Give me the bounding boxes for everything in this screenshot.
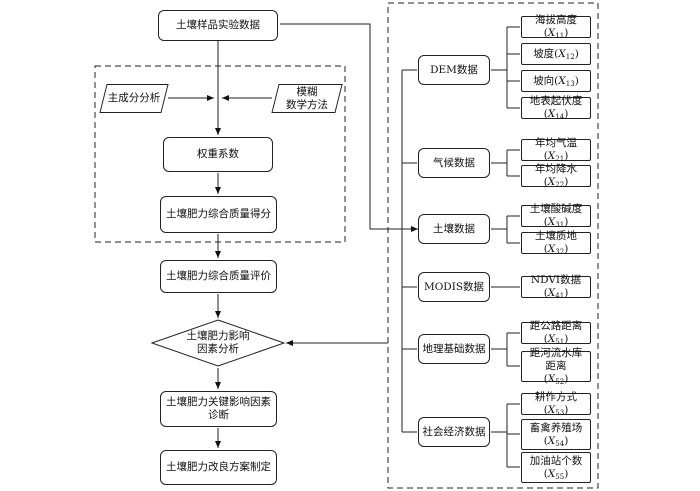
factor-analysis-diamond — [150, 319, 286, 367]
sample-data-box: 土壤样品实验数据 — [158, 10, 278, 41]
var-x55-box: 加油站个数(X55) — [521, 452, 591, 483]
climate-data-box: 气候数据 — [418, 148, 490, 178]
modis-data-label: MODIS数据 — [423, 280, 485, 293]
var-x51-box: 距公路距离(X51) — [521, 320, 591, 346]
var-x53-label: 耕作方式(X53) — [535, 391, 577, 417]
key-factor-box: 土壤肥力关键影响因素诊断 — [160, 391, 277, 427]
socio-data-label: 社会经济数据 — [422, 425, 486, 438]
score-label: 土壤肥力综合质量得分 — [166, 208, 271, 220]
var-x51-label: 距公路距离(X51) — [529, 320, 583, 346]
var-x21-box: 年均气温(X21) — [521, 137, 591, 163]
geo-data-box: 地理基础数据 — [418, 334, 490, 364]
var-x13-label: 坡向(X13) — [533, 74, 579, 88]
var-x52-label: 距河流水库距离(X52) — [529, 347, 583, 386]
var-x22-label: 年均降水(X22) — [535, 163, 577, 189]
var-x13-box: 坡向(X13) — [521, 70, 591, 92]
climate-data-label: 气候数据 — [433, 156, 475, 169]
var-x54-label: 畜禽养殖场(X54) — [529, 421, 583, 448]
fuzzy-method-box: 模糊数学方法 — [271, 84, 343, 113]
eval-box: 土壤肥力综合质量评价 — [160, 260, 277, 293]
soil-data-label: 土壤数据 — [433, 222, 475, 235]
dem-data-box: DEM数据 — [418, 55, 490, 85]
modis-data-box: MODIS数据 — [418, 272, 490, 302]
var-x41-box: NDVI数据(X41) — [521, 274, 591, 300]
var-x32-label: 土壤质地(X32) — [535, 230, 577, 256]
dem-data-label: DEM数据 — [430, 63, 478, 76]
var-x41-label: NDVI数据(X41) — [530, 274, 582, 300]
score-box: 土壤肥力综合质量得分 — [160, 196, 277, 233]
var-x55-label: 加油站个数(X55) — [529, 454, 583, 481]
var-x53-box: 耕作方式(X53) — [521, 391, 591, 417]
sample-data-label: 土壤样品实验数据 — [176, 19, 260, 31]
var-x12-label: 坡度(X12) — [533, 47, 579, 61]
var-x14-box: 地表起伏度(X14) — [521, 95, 591, 121]
key-factor-label: 土壤肥力关键影响因素诊断 — [166, 396, 271, 421]
pca-label: 主成分分析 — [107, 92, 161, 104]
var-x32-box: 土壤质地(X32) — [521, 230, 591, 256]
var-x14-label: 地表起伏度(X14) — [529, 95, 583, 121]
var-x54-box: 畜禽养殖场(X54) — [521, 419, 591, 450]
socio-data-box: 社会经济数据 — [418, 417, 490, 447]
var-x52-box: 距河流水库距离(X52) — [521, 347, 591, 386]
weight-box: 权重系数 — [163, 137, 273, 172]
geo-data-label: 地理基础数据 — [422, 342, 486, 355]
var-x31-box: 土壤酸碱度(X31) — [521, 203, 591, 229]
var-x31-label: 土壤酸碱度(X31) — [529, 203, 583, 229]
factor-analysis-label: 土壤肥力影响因素分析 — [186, 330, 250, 355]
plan-box: 土壤肥力改良方案制定 — [160, 450, 277, 485]
right-dashed-frame — [387, 2, 599, 489]
var-x21-label: 年均气温(X21) — [535, 137, 577, 163]
var-x22-box: 年均降水(X22) — [521, 163, 591, 189]
var-x11-label: 海拔高度(X11) — [535, 14, 577, 40]
pca-box: 主成分分析 — [99, 84, 169, 113]
var-x12-box: 坡度(X12) — [521, 43, 591, 65]
weight-label: 权重系数 — [197, 148, 239, 160]
var-x11-box: 海拔高度(X11) — [521, 14, 591, 40]
fuzzy-method-label: 模糊数学方法 — [286, 85, 328, 111]
left-dashed-frame — [94, 65, 346, 243]
plan-label: 土壤肥力改良方案制定 — [166, 461, 271, 473]
eval-label: 土壤肥力综合质量评价 — [166, 270, 271, 282]
soil-data-box: 土壤数据 — [418, 214, 490, 244]
